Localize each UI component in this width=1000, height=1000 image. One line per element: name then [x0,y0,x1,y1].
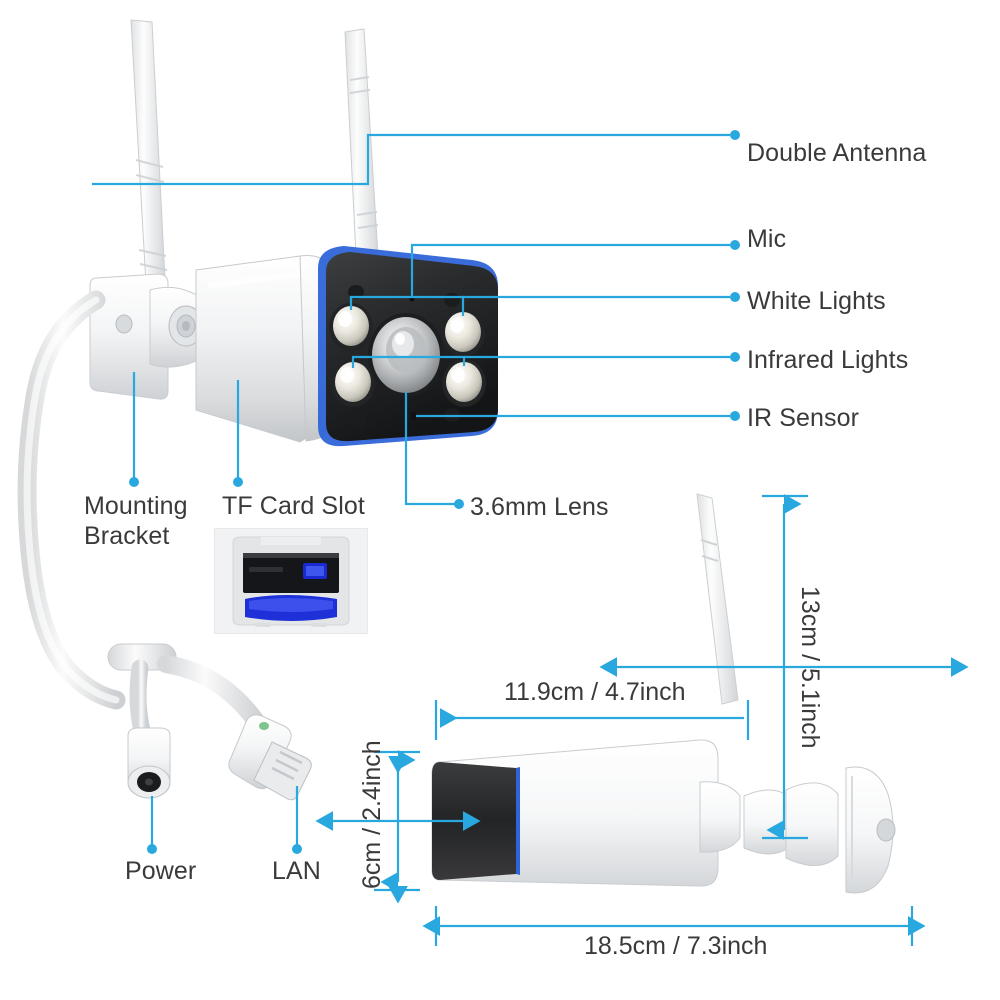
leader-end-dots [129,130,740,854]
white-light-led-bottom [331,359,375,407]
callout-label-double-antenna: Double Antenna [747,139,927,167]
callout-label-mounting-bracket-line1: Mounting [84,492,188,520]
ir-sensor-pinhole [411,412,417,420]
camera-cable [17,290,271,753]
leader-lens [404,392,456,506]
callout-label-mic: Mic [747,225,787,253]
infrared-light-led-top [441,309,485,357]
dimension-label-height: 6cm / 2.4inch [358,740,386,889]
callout-label-white-lights: White Lights [747,287,886,315]
dimension-label-width: 11.9cm / 4.7inch [504,678,686,706]
callout-label-tf-card-slot: TF Card Slot [222,492,365,520]
screw-hole [348,285,364,299]
white-light-led-top [329,303,373,351]
dimension-label-length: 18.5cm / 7.3inch [584,932,768,960]
camera-lens [368,313,444,397]
camera-antenna-right [344,28,380,277]
infrared-light-led-bottom [442,359,486,407]
tf-card-slot-inset-photo [214,528,368,634]
leader-white-lights-branch [349,295,465,316]
dimension-label-depth: 13cm / 5.1inch [796,586,824,749]
callout-label-mounting-bracket-line2: Bracket [84,522,170,550]
leader-mic [410,243,730,298]
callout-label-ir-sensor: IR Sensor [747,404,860,432]
lan-connector [228,714,312,801]
mounting-bracket [89,273,205,400]
screw-hole [350,413,366,427]
power-connector [127,727,171,799]
callout-label-lens: 3.6mm Lens [470,493,609,521]
camera-side-view [431,493,896,894]
leader-double-antenna [92,133,730,186]
leader-infrared-branch [351,355,466,368]
callout-label-power: Power [125,857,197,885]
callout-label-infrared-lights: Infrared Lights [747,346,909,374]
callout-label-lan: LAN [272,857,321,885]
